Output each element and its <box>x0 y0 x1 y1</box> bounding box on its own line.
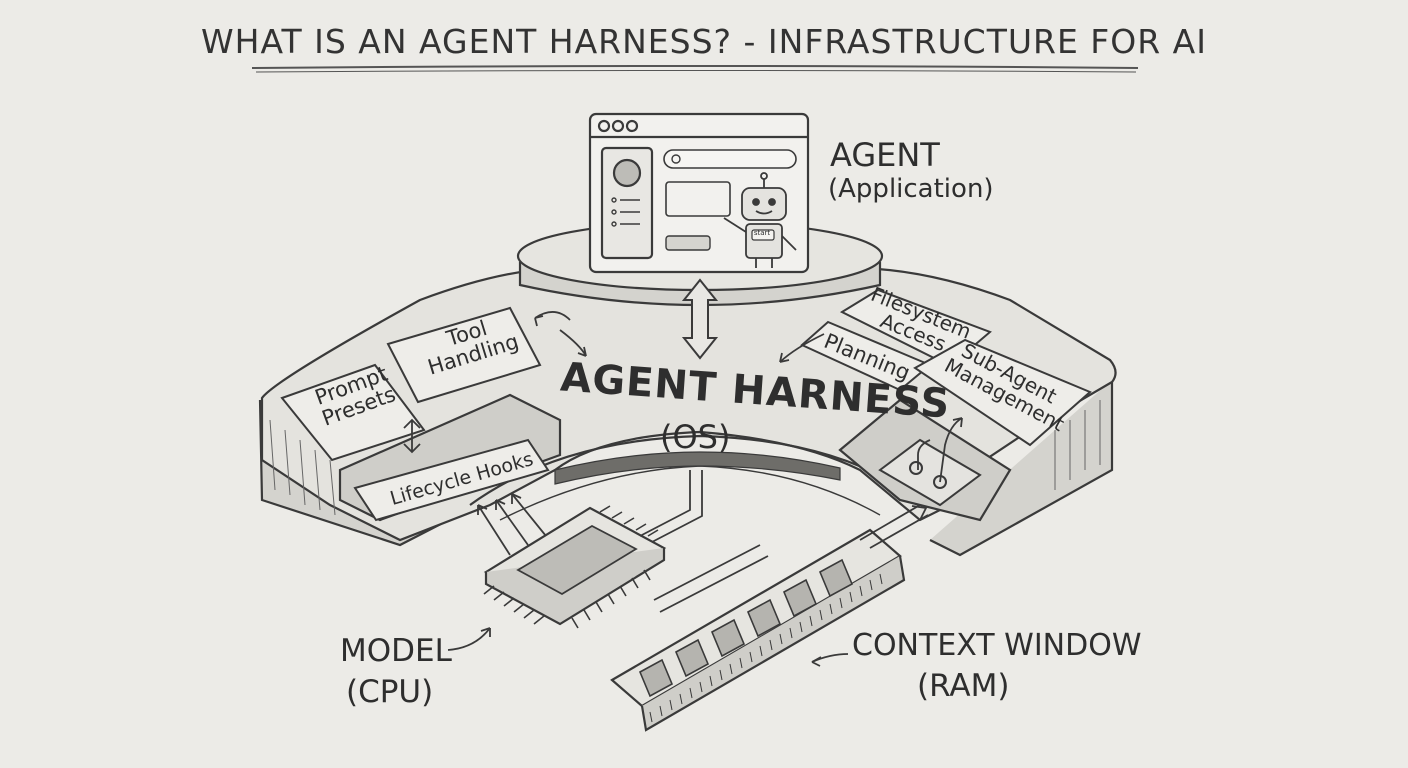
agent-label: AGENT <box>830 136 940 174</box>
left-modules <box>280 306 550 522</box>
title-underline <box>251 65 1139 73</box>
agent-app-window <box>588 112 810 274</box>
agent-harness-arrow <box>681 278 719 360</box>
cpu-chip <box>483 505 667 629</box>
robot-screen-text: start <box>753 229 771 237</box>
ram-stick <box>610 528 906 732</box>
label-pointers <box>447 627 849 667</box>
model-role-label: (CPU) <box>346 674 434 710</box>
model-label: MODEL <box>340 633 452 669</box>
harness-role-label: (OS) <box>660 418 731 456</box>
ram-connectors <box>653 504 929 613</box>
right-modules <box>800 288 1092 507</box>
flow-arrows <box>403 311 963 483</box>
context-window-label: CONTEXT WINDOW <box>852 628 1142 663</box>
cpu-connectors <box>477 470 703 556</box>
robot-icon <box>723 172 797 268</box>
page-title: WHAT IS AN AGENT HARNESS? - INFRASTRUCTU… <box>201 22 1207 61</box>
context-window-role-label: (RAM) <box>917 668 1010 704</box>
agent-role-label: (Application) <box>828 174 994 204</box>
